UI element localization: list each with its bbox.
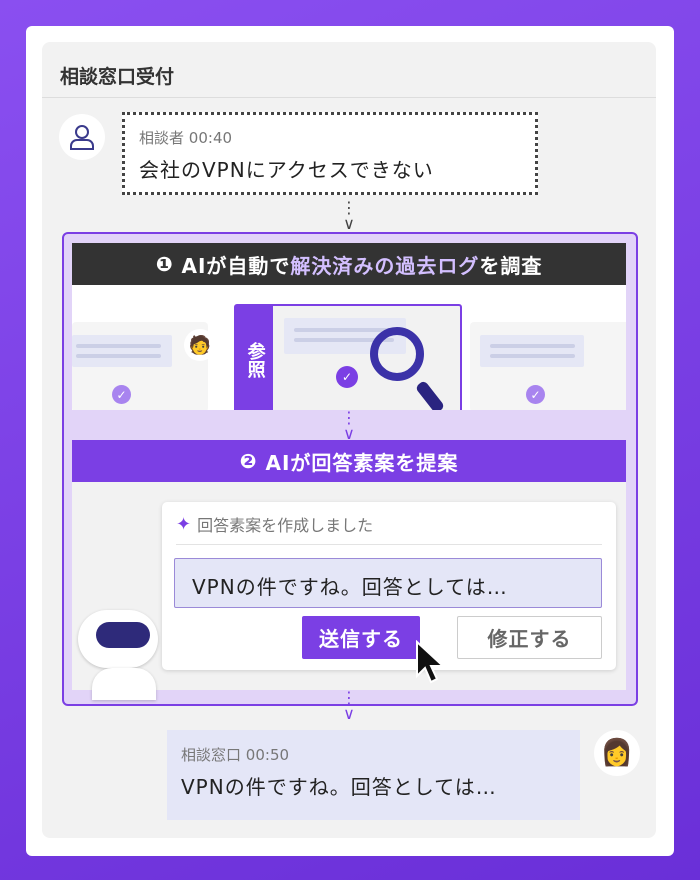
- check-icon: ✓: [526, 385, 545, 404]
- robot-mascot: [72, 600, 182, 700]
- step1-highlight: 解決済みの過去ログ: [290, 253, 480, 278]
- operator-avatar: 🧑: [184, 329, 216, 361]
- log-card: ✓: [470, 322, 626, 410]
- customer-avatar: [59, 114, 105, 160]
- step1-suffix: を調査: [479, 253, 543, 278]
- draft-heading: ✦ 回答素案を作成しました: [176, 512, 373, 536]
- step1-header: ❶ AIが自動で解決済みの過去ログを調査: [72, 243, 626, 285]
- step2-header: ❷ AIが回答素案を提案: [72, 440, 626, 482]
- draft-heading-text: 回答素案を作成しました: [197, 516, 374, 535]
- reference-label: 参照: [236, 306, 273, 410]
- divider: [42, 97, 656, 98]
- arrow-down-icon: ⋮∨: [341, 688, 357, 723]
- step2-title: AIが回答素案を提案: [265, 450, 459, 475]
- magnifier-icon: [370, 327, 424, 381]
- divider: [176, 544, 602, 545]
- customer-message: 相談者 00:40 会社のVPNにアクセスできない: [122, 112, 538, 195]
- step-number: ❶: [155, 252, 174, 276]
- step-number: ❷: [239, 449, 258, 473]
- send-button[interactable]: 送信する: [302, 616, 420, 659]
- sparkle-icon: ✦: [176, 513, 192, 535]
- message-time: 00:40: [188, 129, 233, 147]
- operator-avatar: 👩: [594, 730, 640, 776]
- message-sender: 相談窓口: [181, 746, 242, 764]
- check-icon: ✓: [112, 385, 131, 404]
- page-title: 相談窓口受付: [60, 66, 175, 88]
- message-time: 00:50: [245, 746, 290, 764]
- user-icon: [70, 125, 94, 150]
- check-icon: ✓: [336, 366, 358, 388]
- message-text: VPNの件ですね。回答としては…: [181, 775, 497, 799]
- message-sender: 相談者: [139, 129, 185, 147]
- reply-message: 相談窓口 00:50 VPNの件ですね。回答としては…: [167, 730, 580, 820]
- edit-button[interactable]: 修正する: [457, 616, 602, 659]
- message-text: 会社のVPNにアクセスできない: [139, 158, 434, 182]
- step1-prefix: AIが自動で: [181, 253, 291, 278]
- cursor-icon: [416, 640, 446, 684]
- past-log-illustration: ✓ 🧑 参照 ✓ ✓: [72, 285, 626, 410]
- draft-card: ✦ 回答素案を作成しました VPNの件ですね。回答としては… 送信する 修正する: [162, 502, 616, 684]
- arrow-down-icon: ⋮∨: [341, 408, 357, 443]
- arrow-down-icon: ⋮∨: [341, 198, 357, 233]
- draft-text-field[interactable]: VPNの件ですね。回答としては…: [174, 558, 602, 608]
